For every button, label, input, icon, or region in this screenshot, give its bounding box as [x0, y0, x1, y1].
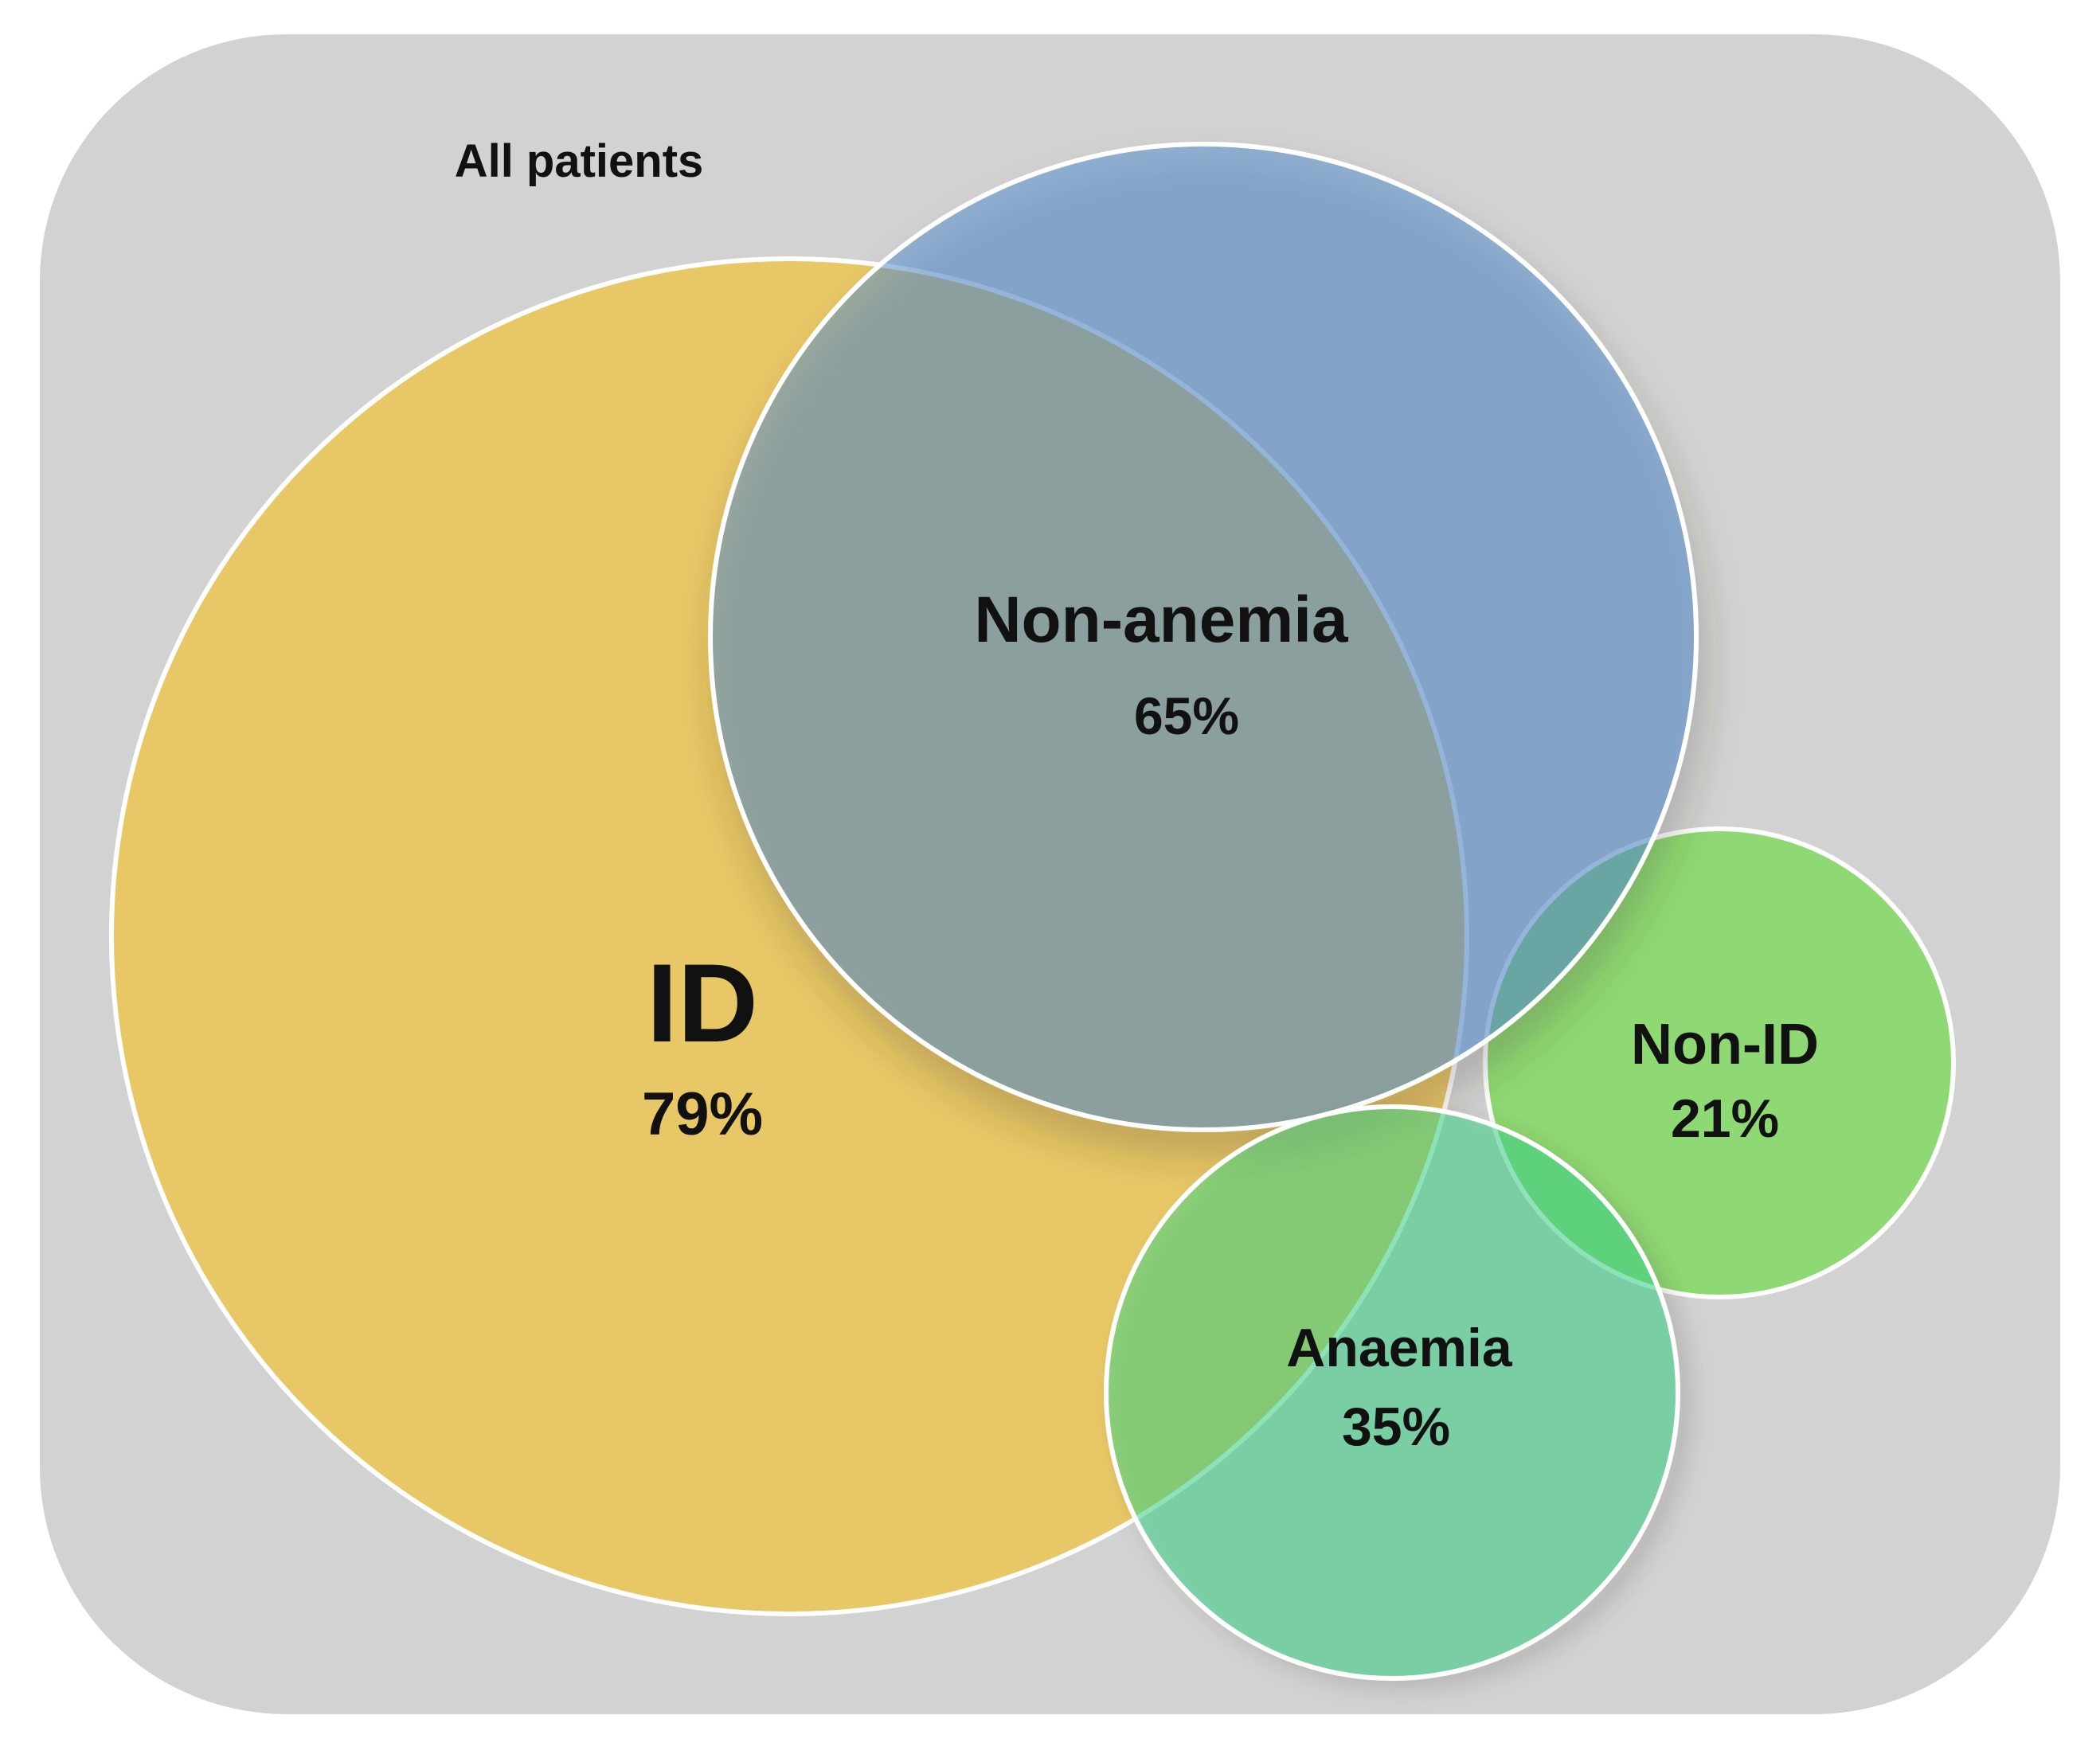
- all-patients-label: All patients: [455, 135, 704, 187]
- non-id-circle: [1483, 826, 1956, 1299]
- anaemia-circle: [1104, 1104, 1680, 1681]
- id-percent: 79%: [642, 1080, 763, 1148]
- non-anemia-percent: 65%: [1134, 686, 1239, 745]
- non-id-percent: 21%: [1671, 1088, 1779, 1149]
- non-anemia-circle: [708, 142, 1699, 1132]
- id-label: ID: [647, 940, 758, 1065]
- non-anemia-label: Non-anemia: [974, 584, 1349, 656]
- non-id-label: Non-ID: [1631, 1013, 1819, 1076]
- anaemia-label: Anaemia: [1286, 1318, 1513, 1378]
- anaemia-percent: 35%: [1342, 1397, 1450, 1457]
